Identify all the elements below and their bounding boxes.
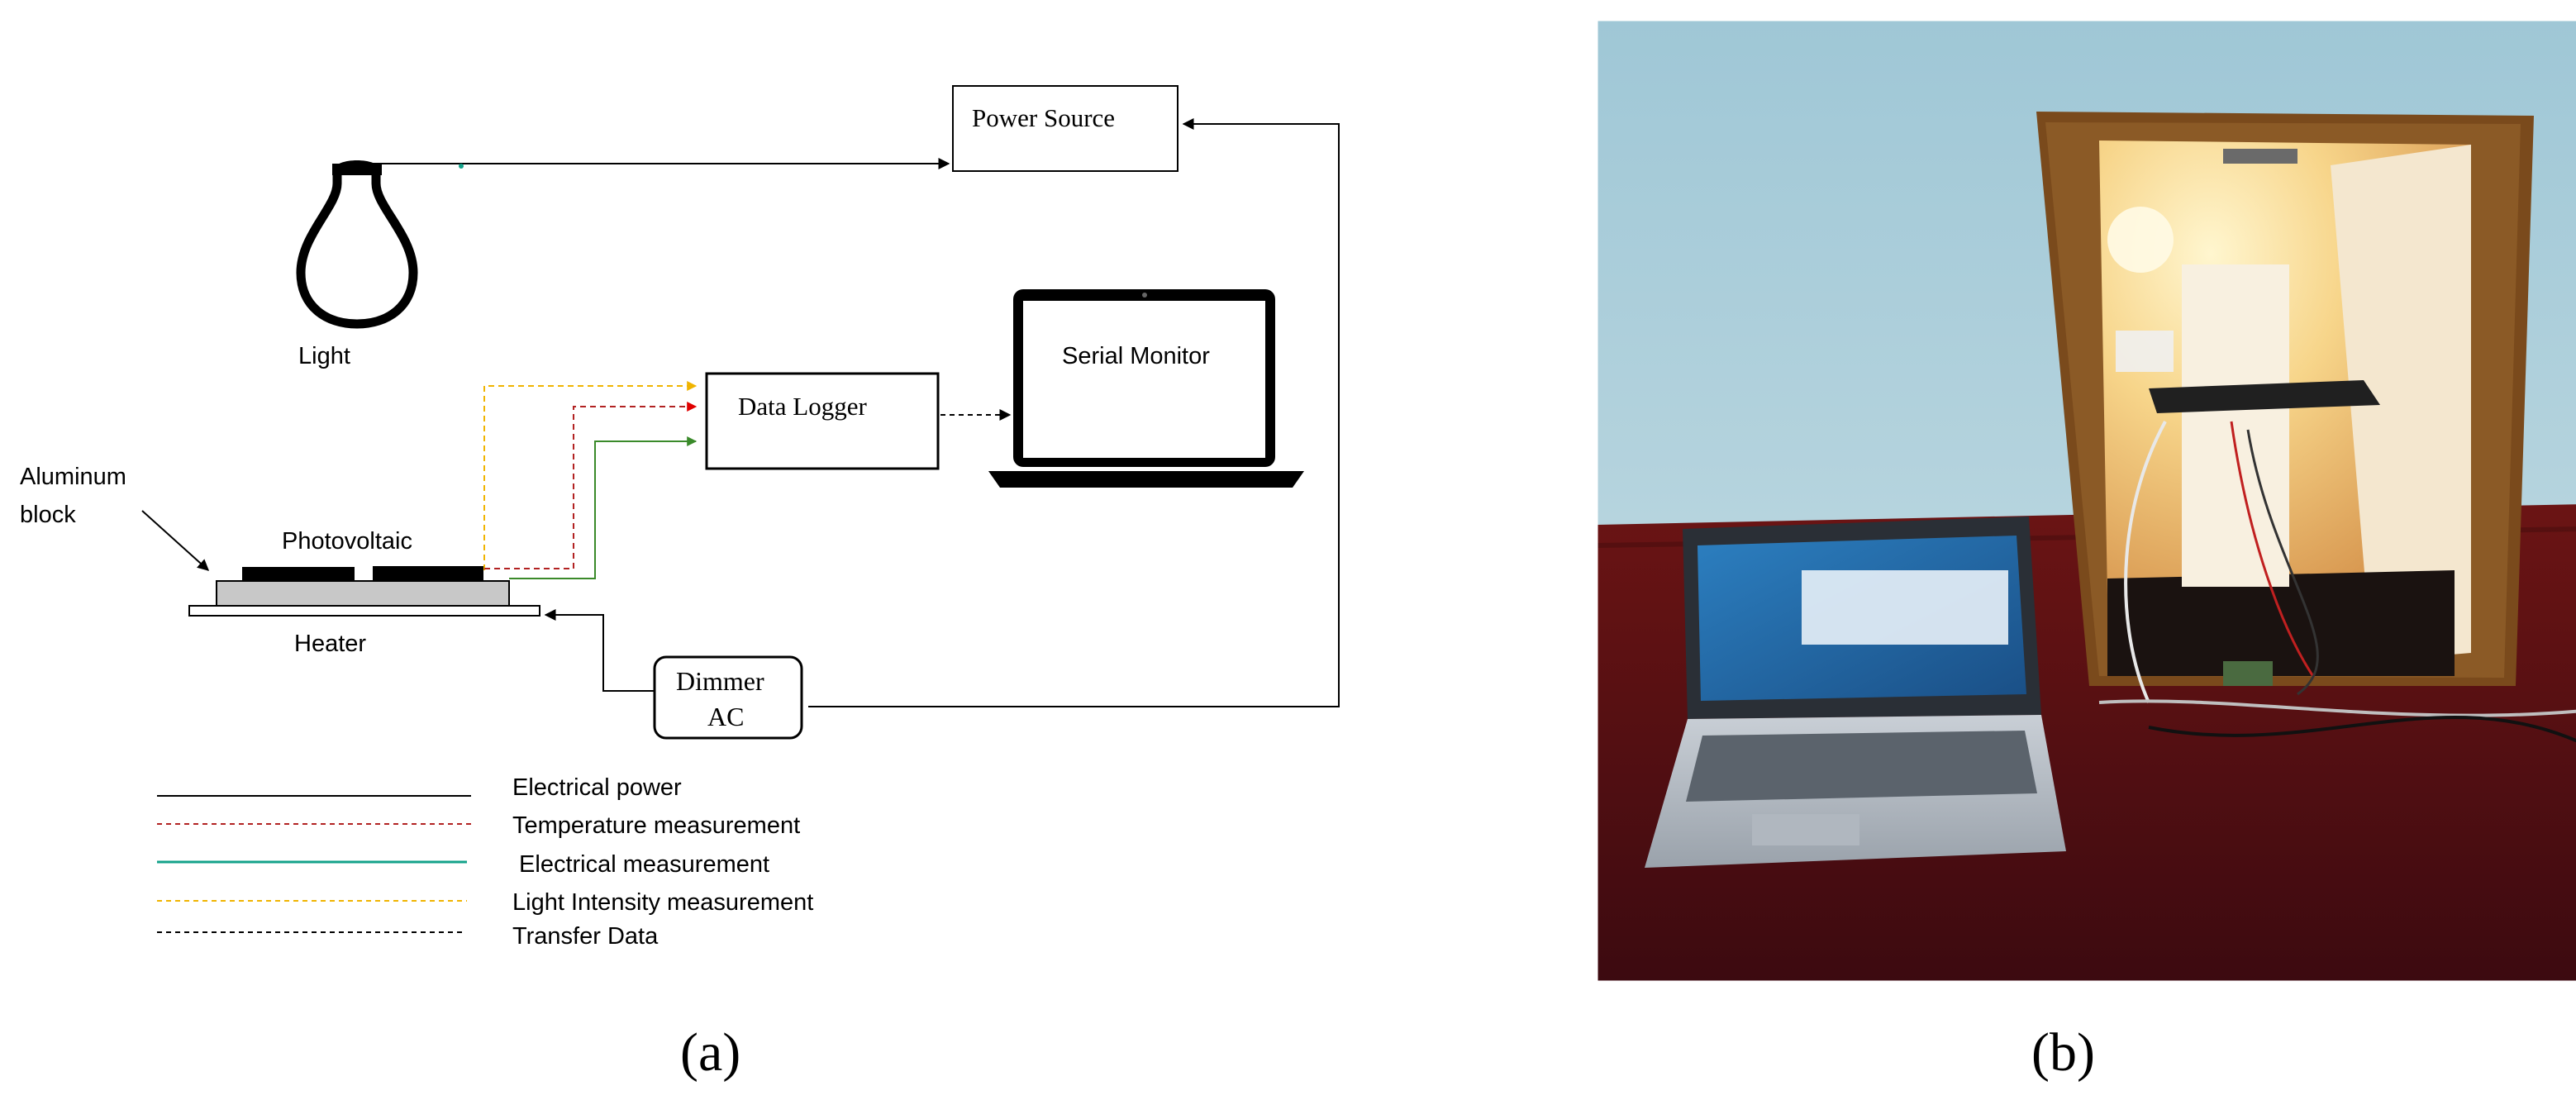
- panel-a-diagram: Power Source Light Data Logger Serial M: [20, 85, 1340, 1083]
- temperature-line: [484, 402, 698, 569]
- legend: Electrical power Temperature measurement…: [157, 774, 813, 950]
- light-intensity-line: [483, 381, 698, 570]
- laptop-icon: [988, 289, 1304, 488]
- heater-label: Heater: [294, 631, 366, 657]
- panel-b-caption: (b): [2031, 1022, 2095, 1083]
- photovoltaic-label: Photovoltaic: [282, 528, 412, 555]
- light-label: Light: [298, 343, 350, 369]
- power-source: Power Source: [952, 85, 1178, 172]
- serial-monitor-label: Serial Monitor: [1062, 343, 1210, 369]
- light-bulb-icon: [296, 160, 418, 329]
- aluminum-block: [216, 580, 510, 607]
- legend-label-transfer-data: Transfer Data: [512, 923, 659, 950]
- legend-label-temperature: Temperature measurement: [512, 812, 800, 839]
- data-logger-label: Data Logger: [738, 392, 867, 421]
- legend-label-light-intensity: Light Intensity measurement: [512, 889, 813, 916]
- heater-plate: [188, 605, 540, 617]
- power-source-label: Power Source: [972, 103, 1115, 132]
- photo-light-box: [2036, 112, 2534, 703]
- dimmer-ac: Dimmer AC: [653, 655, 803, 740]
- pv-panel-1: [242, 567, 355, 583]
- aluminum-block-pointer: [141, 510, 210, 571]
- panel-b-photo: (b): [1597, 20, 2576, 1083]
- electrical-measurement-line: [509, 436, 698, 579]
- legend-label-electrical-power: Electrical power: [512, 774, 682, 801]
- legend-label-electrical-measurement: Electrical measurement: [512, 851, 769, 878]
- panel-a-caption: (a): [680, 1022, 740, 1083]
- dimmer-label-line1: Dimmer: [676, 666, 764, 696]
- wire-dimmer-to-power: [808, 118, 1340, 707]
- photo-laptop: [1645, 517, 2066, 868]
- aluminum-block-label-line1: Aluminum: [20, 464, 126, 490]
- pv-panel-2: [373, 566, 483, 581]
- aluminum-block-label-line2: block: [20, 502, 76, 528]
- data-logger: Data Logger: [705, 372, 940, 470]
- dimmer-label-line2: AC: [707, 702, 744, 731]
- wire-dimmer-to-heater: [544, 609, 655, 692]
